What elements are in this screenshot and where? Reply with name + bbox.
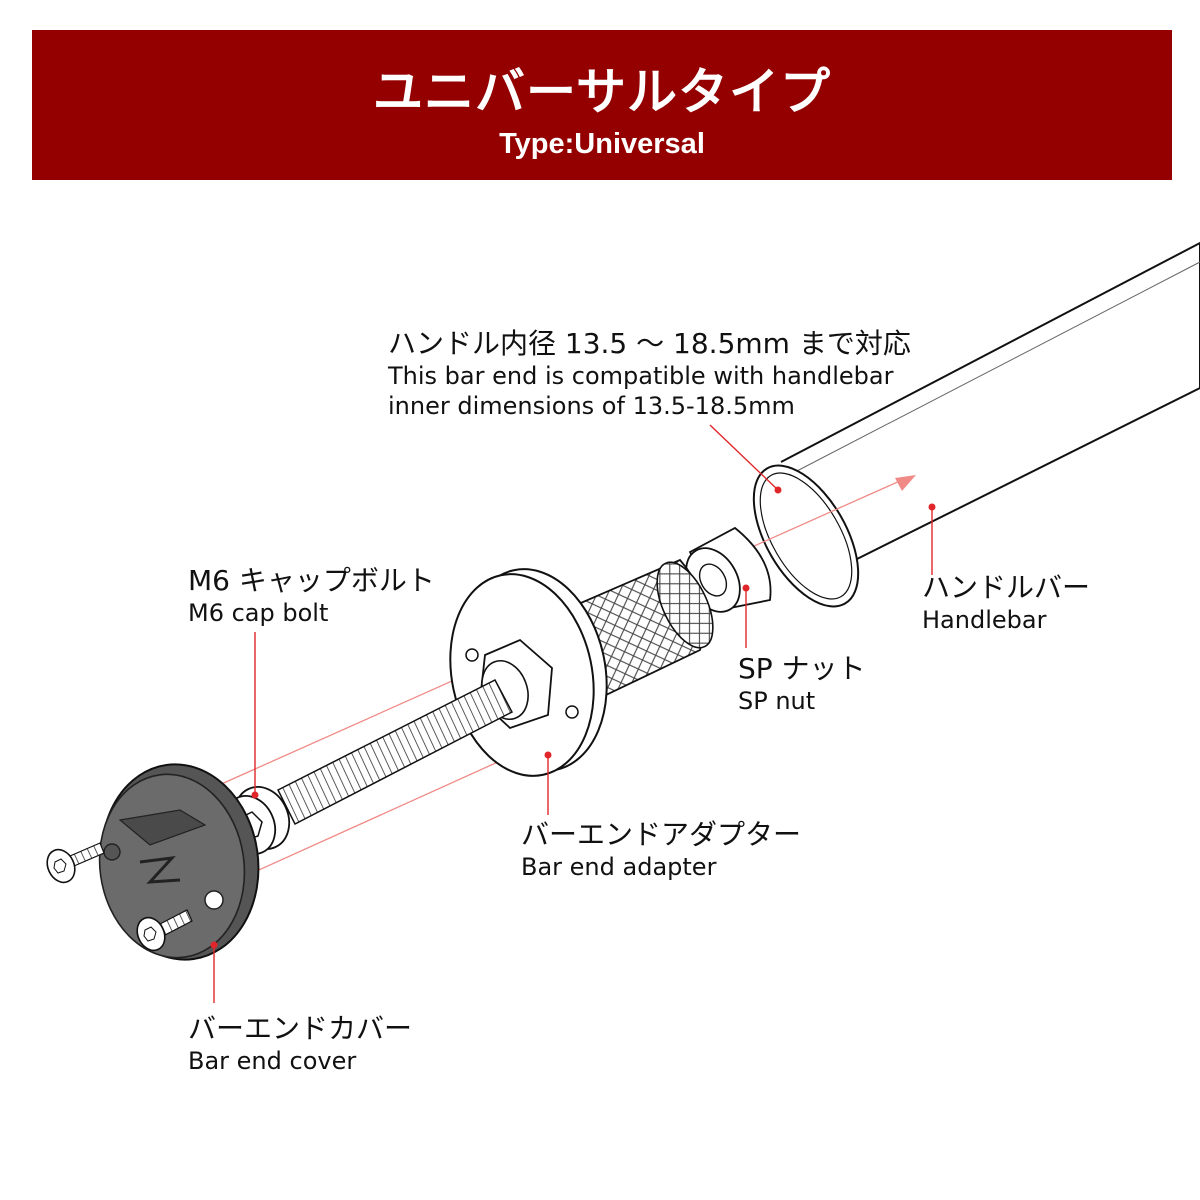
sp-nut-jp: SP ナット — [738, 652, 866, 685]
cover-screw-lower — [136, 909, 193, 952]
cap-bolt-en: M6 cap bolt — [188, 599, 329, 627]
inner-diameter-en-line1: This bar end is compatible with handleba… — [388, 362, 894, 390]
m6-cap-bolt — [223, 678, 514, 855]
sp-nut-en: SP nut — [738, 687, 816, 715]
bar-end-adapter — [449, 568, 608, 777]
banner-title: ユニバーサルタイプ — [373, 63, 831, 121]
adapter-callout: バーエンドアダプター Bar end adapter — [521, 818, 801, 882]
inner-diameter-en-line2: inner dimensions of 13.5-18.5mm — [388, 392, 795, 420]
title-banner: ユニバーサルタイプ Type:Universal — [32, 30, 1172, 180]
handlebar-tube — [752, 241, 1200, 608]
leader-lines — [213, 424, 933, 1003]
inner-diameter-jp: ハンドル内径 13.5 〜 18.5mm まで対応 — [388, 327, 911, 360]
banner-subtitle: Type:Universal — [499, 128, 705, 160]
handlebar-callout: ハンドルバー Handlebar — [922, 571, 1090, 635]
handlebar-jp: ハンドルバー — [922, 571, 1091, 604]
inner-diameter-callout: ハンドル内径 13.5 〜 18.5mm まで対応 This bar end i… — [388, 327, 911, 421]
cover-callout: バーエンドカバー Bar end cover — [188, 1012, 412, 1076]
cap-bolt-jp: M6 キャップボルト — [188, 564, 435, 597]
cap-bolt-callout: M6 キャップボルト M6 cap bolt — [188, 564, 435, 628]
adapter-en: Bar end adapter — [521, 853, 717, 881]
cover-screw-upper — [46, 842, 105, 884]
sp-nut-callout: SP ナット SP nut — [738, 652, 866, 716]
cover-en: Bar end cover — [188, 1047, 357, 1075]
adapter-jp: バーエンドアダプター — [521, 818, 802, 851]
leader-dots — [210, 486, 936, 949]
bar-end-cover — [98, 763, 260, 961]
cover-jp: バーエンドカバー — [188, 1012, 413, 1045]
handlebar-en: Handlebar — [922, 606, 1047, 634]
